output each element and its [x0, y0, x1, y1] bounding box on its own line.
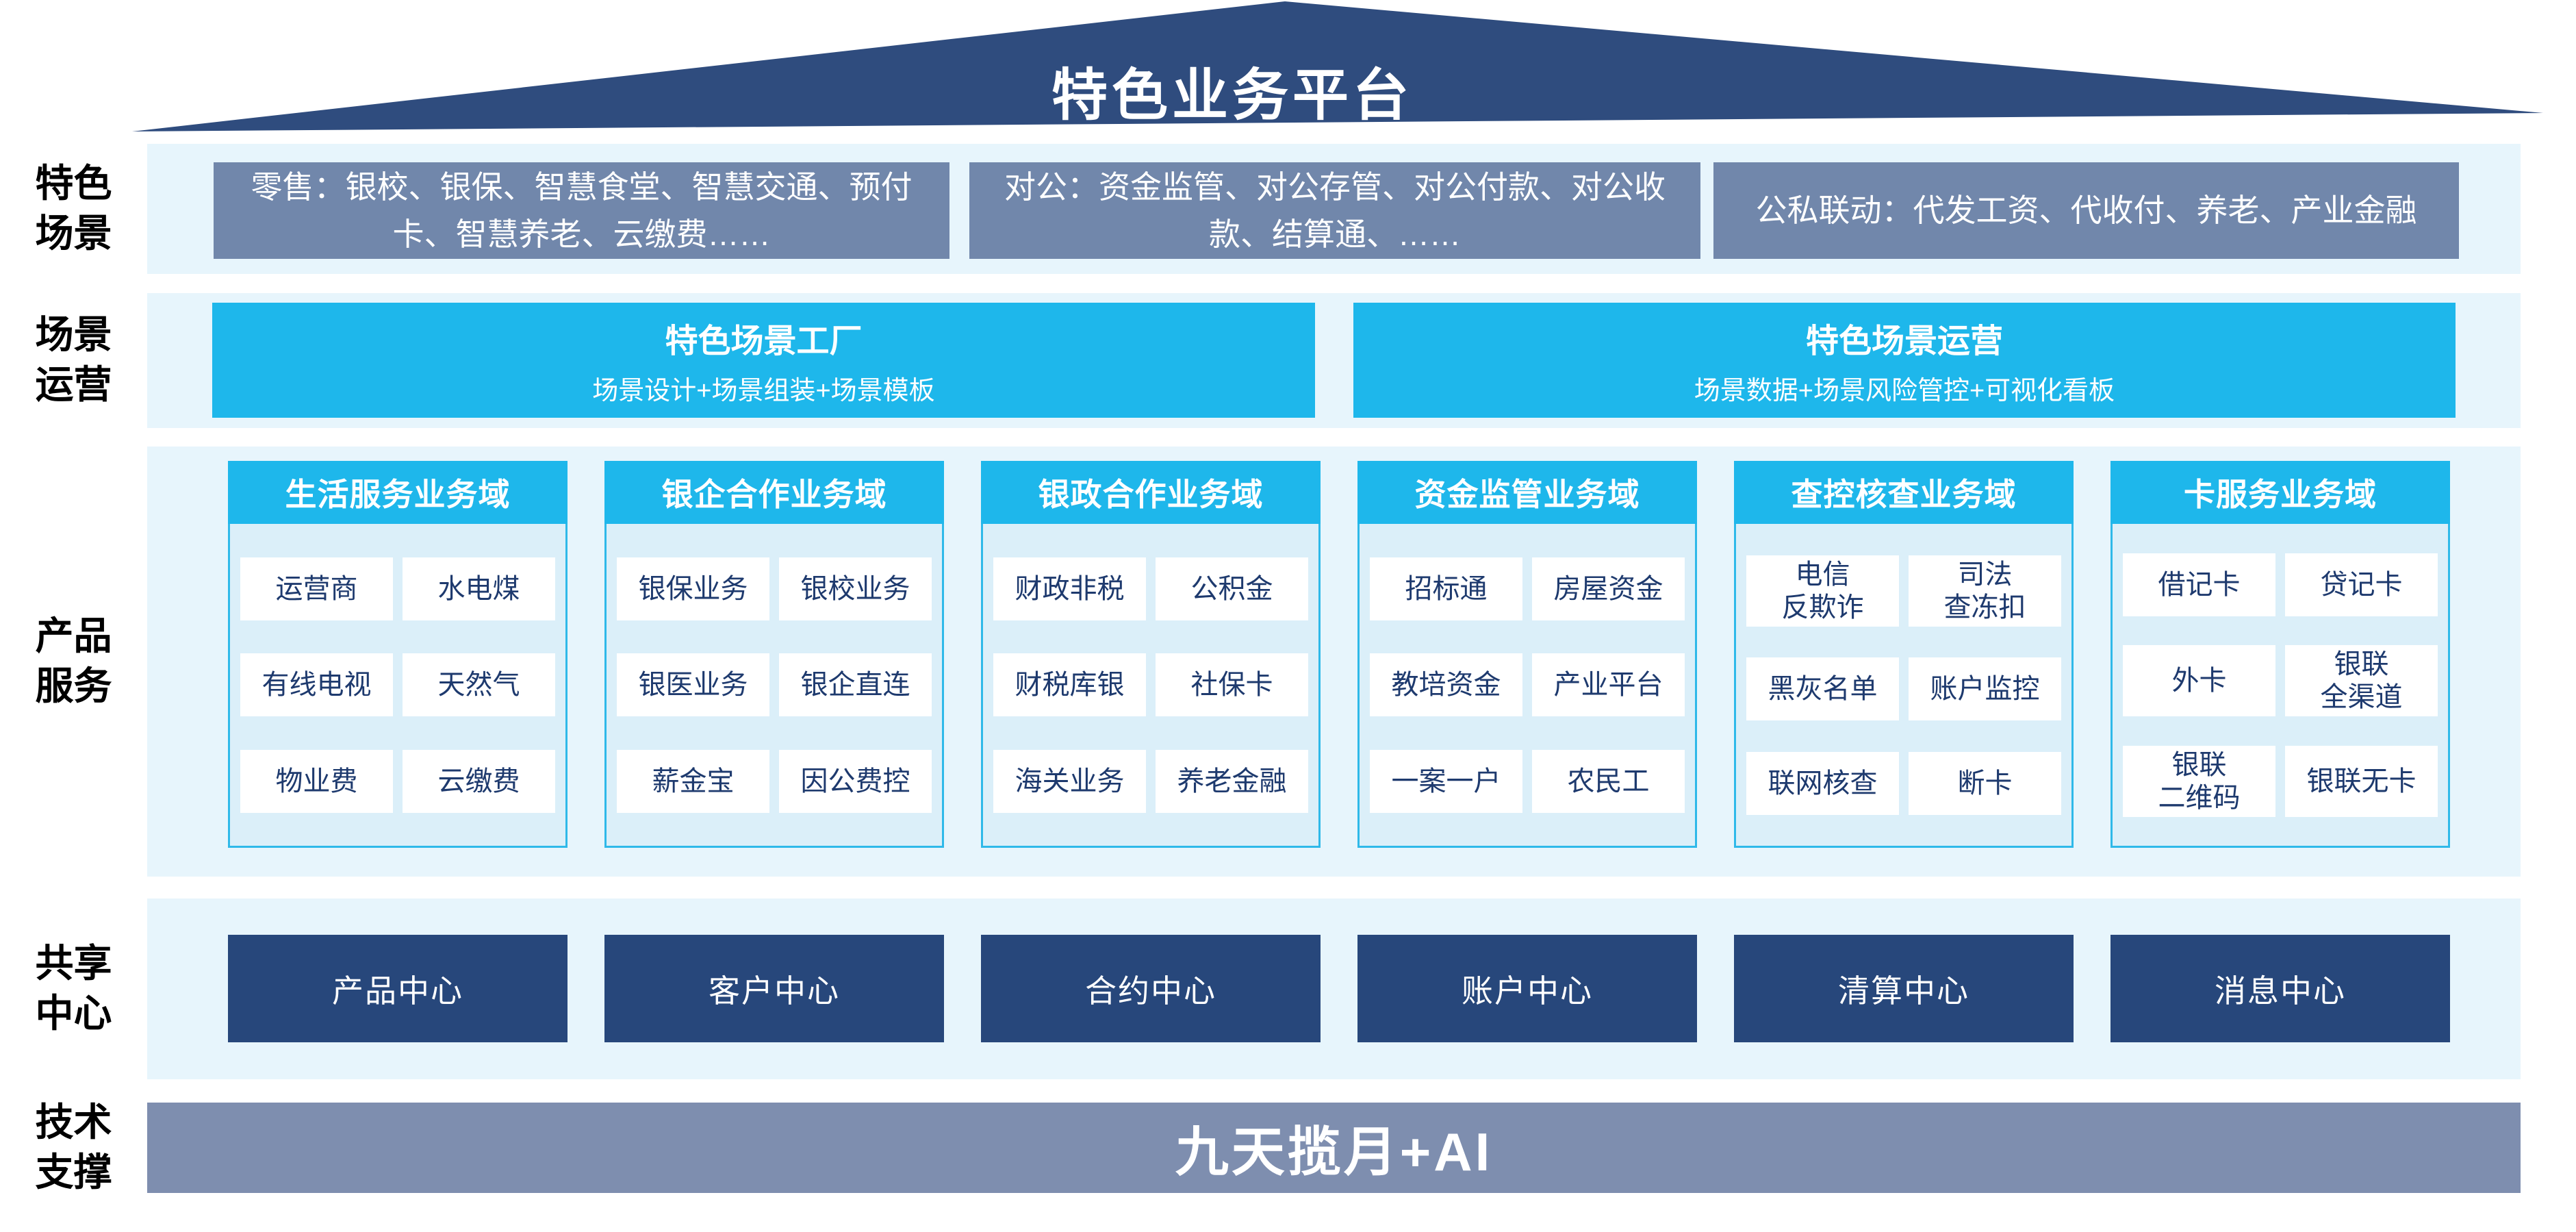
page-title: 特色业务平台 — [1051, 64, 1413, 127]
product-cell: 薪金宝 — [617, 749, 769, 813]
center-box-account: 账户中心 — [1357, 935, 1697, 1042]
product-column-body: 运营商 水电煤 有线电视 天然气 物业费 云缴费 — [228, 524, 568, 848]
product-cell: 教培资金 — [1370, 653, 1522, 716]
product-cell: 账户监控 — [1909, 657, 2061, 720]
product-cell: 云缴费 — [403, 749, 555, 813]
product-column-bank-government: 银政合作业务域 财政非税 公积金 财税库银 社保卡 海关业务 养老金融 — [981, 461, 1321, 848]
product-column-body: 借记卡 贷记卡 外卡 银联 全渠道 银联 二维码 银联无卡 — [2110, 524, 2450, 848]
op-box-title: 特色场景工厂 — [665, 323, 863, 360]
product-cell: 天然气 — [403, 653, 555, 716]
side-label-tech-support: 技术 支撑 — [35, 1101, 112, 1194]
product-cell: 房屋资金 — [1532, 557, 1685, 620]
center-box-customer: 客户中心 — [604, 935, 944, 1042]
product-column-body: 财政非税 公积金 财税库银 社保卡 海关业务 养老金融 — [981, 524, 1321, 848]
scene-box-corporate: 对公：资金监管、对公存管、对公付款、对公收款、结算通、…… — [969, 162, 1700, 259]
product-column-life-services: 生活服务业务域 运营商 水电煤 有线电视 天然气 物业费 云缴费 — [228, 461, 568, 848]
product-cell: 招标通 — [1370, 557, 1522, 620]
center-box-clearing: 清算中心 — [1734, 935, 2074, 1042]
op-box-subtitle: 场景设计+场景组装+场景模板 — [592, 376, 935, 405]
product-cell: 农民工 — [1532, 749, 1685, 813]
product-cell: 联网核查 — [1746, 751, 1899, 815]
product-column-header: 资金监管业务域 — [1357, 461, 1697, 524]
product-column-card-services: 卡服务业务域 借记卡 贷记卡 外卡 银联 全渠道 银联 二维码 银联无卡 — [2110, 461, 2450, 848]
product-cell: 海关业务 — [993, 749, 1146, 813]
product-cell: 物业费 — [240, 749, 393, 813]
product-cell: 运营商 — [240, 557, 393, 620]
product-cell: 贷记卡 — [2285, 553, 2438, 616]
op-box-scene-operation: 特色场景运营 场景数据+场景风险管控+可视化看板 — [1353, 303, 2456, 418]
product-column-body: 招标通 房屋资金 教培资金 产业平台 一案一户 农民工 — [1357, 524, 1697, 848]
product-column-bank-enterprise: 银企合作业务域 银保业务 银校业务 银医业务 银企直连 薪金宝 因公费控 — [604, 461, 944, 848]
product-cell: 银保业务 — [617, 557, 769, 620]
product-column-header: 银企合作业务域 — [604, 461, 944, 524]
product-cell: 银企直连 — [779, 653, 932, 716]
product-column-header: 卡服务业务域 — [2110, 461, 2450, 524]
product-column-body: 电信 反欺诈 司法 查冻扣 黑灰名单 账户监控 联网核查 断卡 — [1734, 524, 2074, 848]
op-box-title: 特色场景运营 — [1805, 323, 2003, 360]
band-product-services: 生活服务业务域 运营商 水电煤 有线电视 天然气 物业费 云缴费 银企合作业务域 — [147, 447, 2521, 877]
product-cell: 水电煤 — [403, 557, 555, 620]
side-label-special-scenes: 特色 场景 — [35, 162, 112, 255]
product-column-header: 生活服务业务域 — [228, 461, 568, 524]
center-box-product: 产品中心 — [228, 935, 568, 1042]
side-label-share-centers: 共享 中心 — [35, 942, 112, 1035]
product-cell: 财政非税 — [993, 557, 1146, 620]
product-cell: 有线电视 — [240, 653, 393, 716]
product-cell: 借记卡 — [2123, 553, 2275, 616]
product-cell: 因公费控 — [779, 749, 932, 813]
side-label-product-services: 产品 服务 — [35, 614, 112, 707]
band-special-scenes: 零售：银校、银保、智慧食堂、智慧交通、预付卡、智慧养老、云缴费…… 对公：资金监… — [147, 144, 2521, 274]
product-cell: 银医业务 — [617, 653, 769, 716]
product-cell: 司法 查冻扣 — [1909, 555, 2061, 627]
product-column-body: 银保业务 银校业务 银医业务 银企直连 薪金宝 因公费控 — [604, 524, 944, 848]
product-cell: 外卡 — [2123, 645, 2275, 716]
band-scene-operation: 特色场景工厂 场景设计+场景组装+场景模板 特色场景运营 场景数据+场景风险管控… — [147, 293, 2521, 428]
product-cell: 银联无卡 — [2285, 745, 2438, 817]
product-cell: 电信 反欺诈 — [1746, 555, 1899, 627]
op-box-scene-factory: 特色场景工厂 场景设计+场景组装+场景模板 — [212, 303, 1315, 418]
product-cell: 财税库银 — [993, 653, 1146, 716]
product-column-header: 查控核查业务域 — [1734, 461, 2074, 524]
product-cell: 一案一户 — [1370, 749, 1522, 813]
product-column-fund-supervision: 资金监管业务域 招标通 房屋资金 教培资金 产业平台 一案一户 农民工 — [1357, 461, 1697, 848]
product-cell: 公积金 — [1156, 557, 1308, 620]
band-share-centers: 产品中心 客户中心 合约中心 账户中心 清算中心 消息中心 — [147, 898, 2521, 1079]
product-cell: 银校业务 — [779, 557, 932, 620]
product-cell: 黑灰名单 — [1746, 657, 1899, 720]
product-cell: 社保卡 — [1156, 653, 1308, 716]
product-cell: 银联 二维码 — [2123, 745, 2275, 817]
product-cell: 银联 全渠道 — [2285, 645, 2438, 716]
op-box-subtitle: 场景数据+场景风险管控+可视化看板 — [1694, 376, 2115, 405]
product-cell: 养老金融 — [1156, 749, 1308, 813]
scene-box-retail: 零售：银校、银保、智慧食堂、智慧交通、预付卡、智慧养老、云缴费…… — [214, 162, 949, 259]
center-box-contract: 合约中心 — [981, 935, 1321, 1042]
product-column-inspection-verification: 查控核查业务域 电信 反欺诈 司法 查冻扣 黑灰名单 账户监控 联网核查 断卡 — [1734, 461, 2074, 848]
center-box-message: 消息中心 — [2110, 935, 2450, 1042]
tech-support-bar: 九天揽月+AI — [147, 1103, 2521, 1193]
product-column-header: 银政合作业务域 — [981, 461, 1321, 524]
product-cell: 产业平台 — [1532, 653, 1685, 716]
product-cell: 断卡 — [1909, 751, 2061, 815]
side-label-scene-operation: 场景 运营 — [35, 313, 112, 406]
scene-box-public-private: 公私联动：代发工资、代收付、养老、产业金融 — [1713, 162, 2459, 259]
